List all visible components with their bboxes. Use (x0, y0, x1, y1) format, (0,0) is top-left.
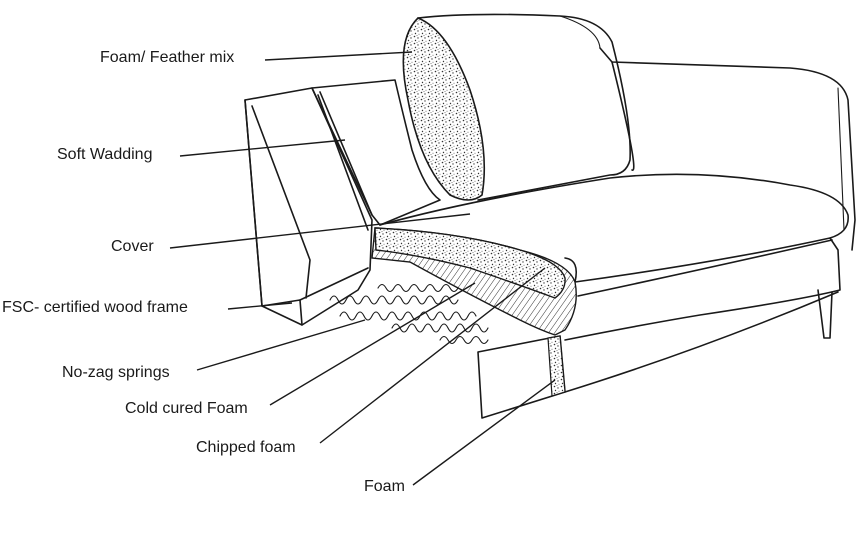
back-cushion (417, 13, 631, 201)
label-chipped-foam: Chipped foam (196, 439, 296, 456)
label-cold-foam: Cold cured Foam (125, 400, 248, 417)
front-rail (477, 291, 839, 419)
leader-foam-feather (264, 51, 413, 61)
no-zag-springs (329, 283, 489, 345)
seat-cut-section (371, 227, 577, 336)
leader-cover (169, 213, 471, 249)
arm-frame (244, 87, 373, 326)
leader-soft-wadding (179, 139, 346, 157)
sofa-leg (817, 289, 833, 339)
soft-wadding-panel (311, 79, 441, 226)
leader-chipped-foam (319, 267, 546, 444)
leader-wood-frame (227, 302, 293, 310)
leader-lines (169, 51, 556, 486)
leader-springs (196, 319, 366, 371)
back-panel (599, 47, 856, 251)
label-springs: No-zag springs (62, 364, 170, 381)
leader-foam (412, 379, 556, 486)
label-foam-feather: Foam/ Feather mix (100, 49, 235, 66)
label-wood-frame: FSC- certified wood frame (2, 299, 188, 316)
label-foam: Foam (364, 478, 405, 495)
label-cover: Cover (111, 238, 154, 255)
seat-cushion (379, 173, 849, 341)
leader-cold-foam (269, 282, 476, 406)
foam-feather-insert (402, 17, 486, 201)
label-soft-wadding: Soft Wadding (57, 146, 153, 163)
